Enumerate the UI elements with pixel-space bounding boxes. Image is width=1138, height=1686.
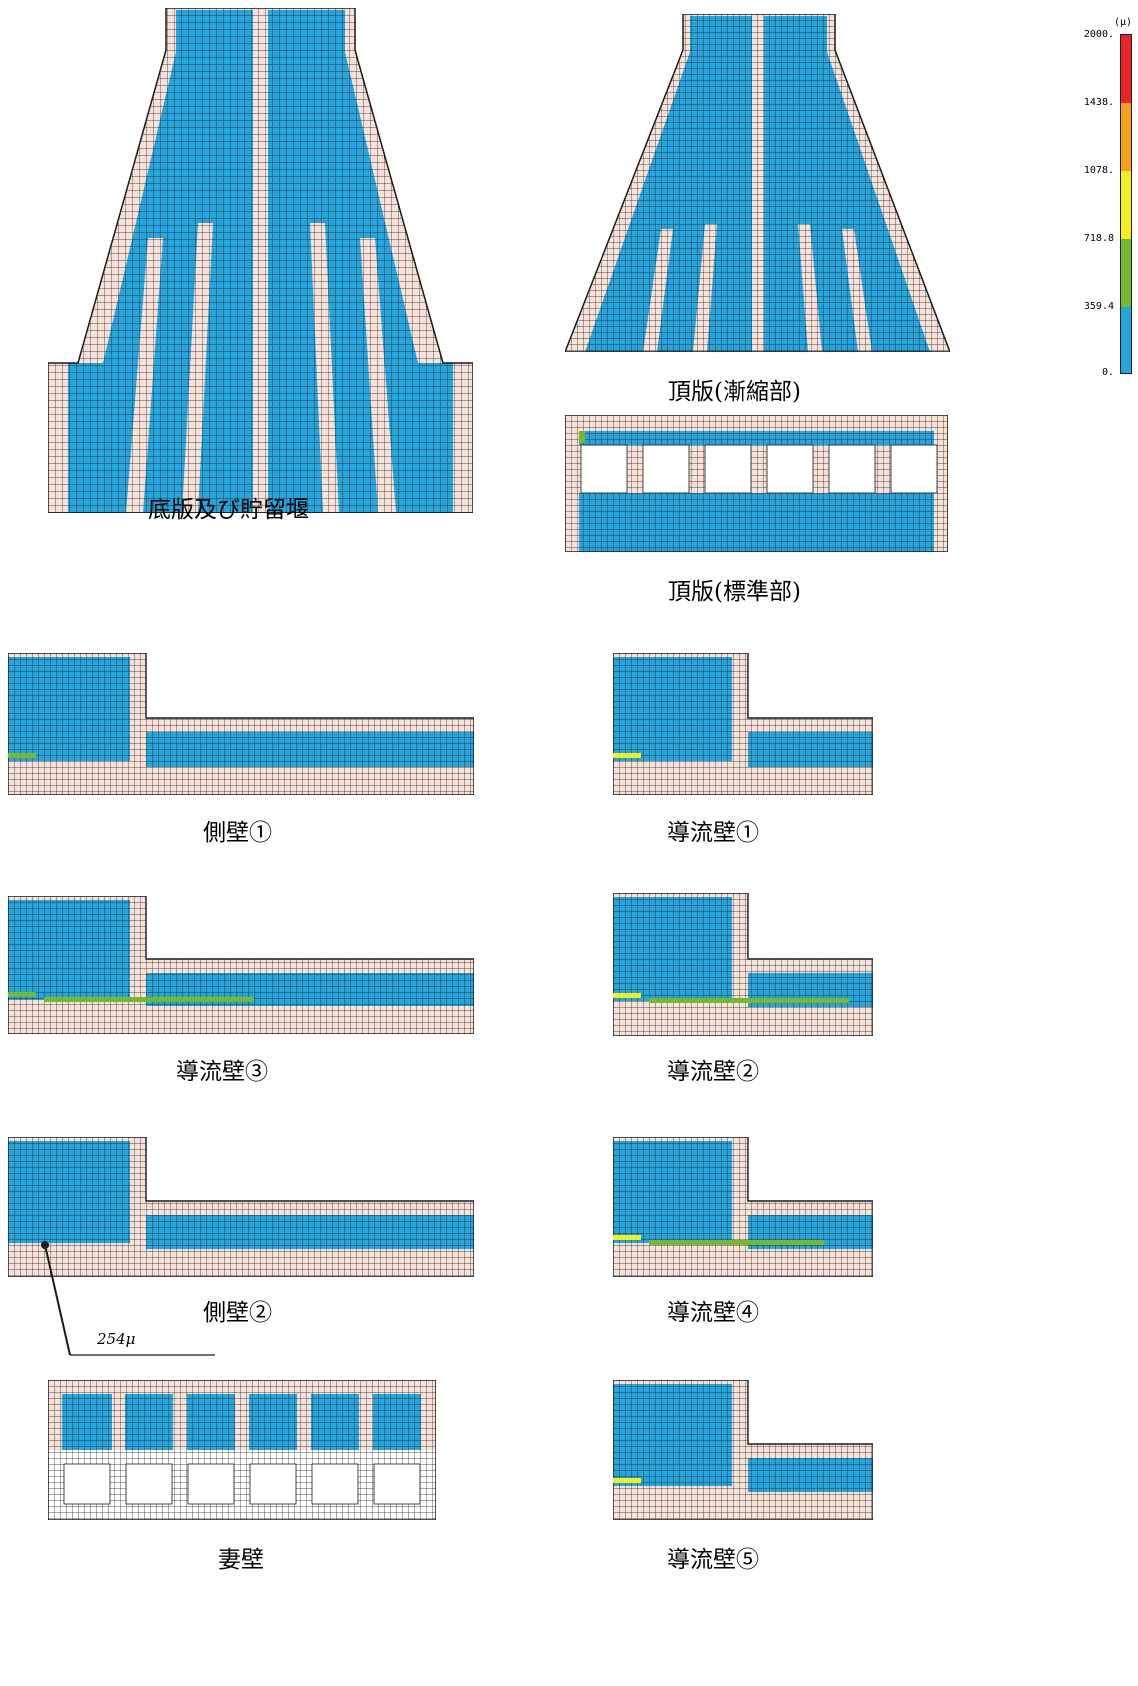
side-wall-2-mesh [8,1137,474,1277]
strain-color-legend: (μ) 2000. 1438. 1078. 718.8 359.4 0. [1062,18,1138,378]
strain-strip [613,753,641,758]
caption-guide-wall-1: 導流壁① [667,820,759,846]
top-slab-standard-mesh [565,415,948,552]
guide-wall-3-mesh [8,896,474,1034]
caption-guide-wall-5: 導流壁⑤ [667,1547,759,1573]
top-slab-taper-mesh [565,14,950,352]
legend-color-bar [1120,34,1132,374]
caption-bottom-slab: 底版及び貯留堰 [148,497,309,523]
bottom-slab-mesh [48,8,473,513]
caption-guide-wall-4: 導流壁④ [667,1300,759,1326]
legend-seg-red [1121,35,1131,103]
caption-guide-wall-2: 導流壁② [667,1059,759,1085]
legend-tick-2000: 2000. [1083,29,1114,40]
guide-wall-4-mesh [613,1137,873,1277]
legend-tick-359: 359.4 [1083,301,1114,312]
strain-strip [613,993,641,998]
caption-end-wall: 妻壁 [218,1547,264,1573]
strain-strip-long [649,998,849,1003]
strain-strip [8,992,36,997]
guide-wall-2-mesh [613,893,873,1036]
legend-unit: (μ) [1113,17,1132,28]
legend-tick-1078: 1078. [1083,165,1114,176]
strain-strip [613,1478,641,1483]
strain-strip-long [44,997,254,1002]
legend-seg-blue [1121,307,1131,373]
legend-tick-0: 0. [1101,367,1114,378]
strain-strip [613,1235,641,1240]
caption-guide-wall-3: 導流壁③ [176,1059,268,1085]
callout-leader-line [41,1241,215,1356]
legend-seg-orange [1121,103,1131,171]
callout-value: 254μ [97,1330,136,1348]
side-wall-1-mesh [8,653,474,795]
strain-strip [8,753,36,758]
caption-side-wall-2: 側壁② [203,1300,272,1326]
legend-seg-green [1121,239,1131,307]
end-wall-mesh [48,1380,436,1520]
legend-tick-718: 718.8 [1083,233,1114,244]
caption-top-slab-standard: 頂版(標準部) [668,579,801,605]
legend-tick-1438: 1438. [1083,97,1114,108]
caption-top-slab-taper: 頂版(漸縮部) [668,379,801,405]
legend-seg-yellow [1121,171,1131,239]
caption-side-wall-1: 側壁① [203,820,272,846]
guide-wall-1-mesh [613,653,873,795]
strain-strip-long [649,1240,824,1245]
guide-wall-5-mesh [613,1380,873,1520]
